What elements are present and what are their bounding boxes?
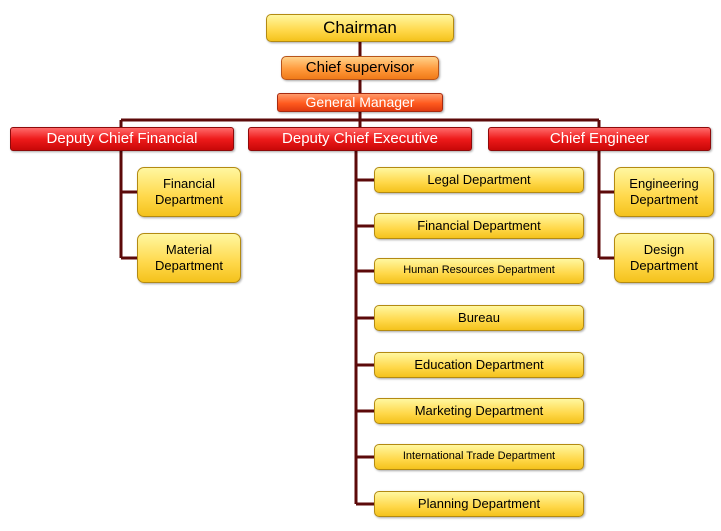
engineer-branch-item: Design Department [614, 233, 714, 283]
executive-branch-item: Legal Department [374, 167, 584, 193]
general-manager-label: General Manager [305, 94, 415, 111]
engineer-branch-label: Engineering Department [629, 176, 699, 207]
executive-branch-item: Bureau [374, 305, 584, 331]
financial-branch-label: Financial Department [155, 176, 223, 207]
financial-branch-item: Financial Department [137, 167, 241, 217]
financial-branch-label: Material Department [155, 242, 223, 273]
chairman-label: Chairman [323, 17, 397, 37]
executive-branch-label: Marketing Department [414, 403, 544, 419]
chairman-box: Chairman [266, 14, 454, 42]
executive-branch-label: Education Department [414, 357, 544, 373]
executive-branch-label: Financial Department [417, 218, 541, 234]
executive-branch-label: Legal Department [427, 172, 531, 188]
chief-supervisor-box: Chief supervisor [281, 56, 439, 80]
deputy-chief-executive-box: Deputy Chief Executive [248, 127, 472, 151]
engineer-branch-label: Design Department [630, 242, 698, 273]
deputy-chief-financial-box: Deputy Chief Financial [10, 127, 234, 151]
executive-branch-item: Education Department [374, 352, 584, 378]
executive-branch-item: Marketing Department [374, 398, 584, 424]
engineer-branch-item: Engineering Department [614, 167, 714, 217]
executive-branch-label: Human Resources Department [403, 264, 555, 277]
financial-branch-item: Material Department [137, 233, 241, 283]
executive-branch-item: Planning Department [374, 491, 584, 517]
executive-branch-label: Planning Department [417, 496, 541, 512]
executive-branch-item: Financial Department [374, 213, 584, 239]
executive-branch-item: Human Resources Department [374, 258, 584, 284]
chief-engineer-box: Chief Engineer [488, 127, 711, 151]
executive-branch-label: International Trade Department [402, 450, 556, 463]
deputy-chief-financial-label: Deputy Chief Financial [46, 130, 198, 147]
executive-branch-label: Bureau [458, 310, 500, 326]
deputy-chief-executive-label: Deputy Chief Executive [282, 130, 438, 147]
general-manager-box: General Manager [277, 93, 443, 112]
chief-engineer-label: Chief Engineer [549, 130, 650, 147]
executive-branch-item: International Trade Department [374, 444, 584, 470]
chief-supervisor-label: Chief supervisor [305, 59, 415, 76]
